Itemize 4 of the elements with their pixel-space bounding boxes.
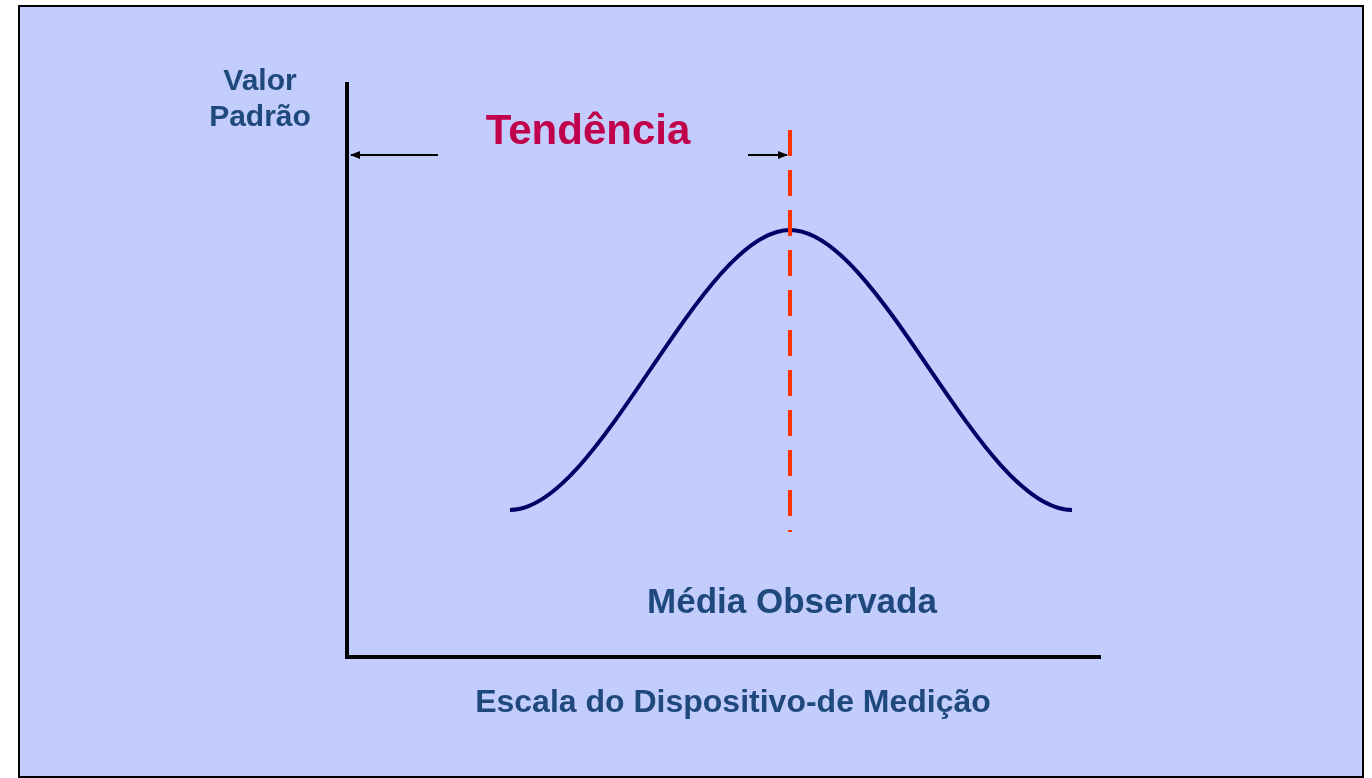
text-label: Escala do Dispositivo-de Medição — [475, 682, 991, 721]
text-label: Média Observada — [647, 580, 937, 622]
axis-label: Valor Padrão — [208, 62, 312, 134]
text-label: Tendência — [485, 105, 691, 155]
